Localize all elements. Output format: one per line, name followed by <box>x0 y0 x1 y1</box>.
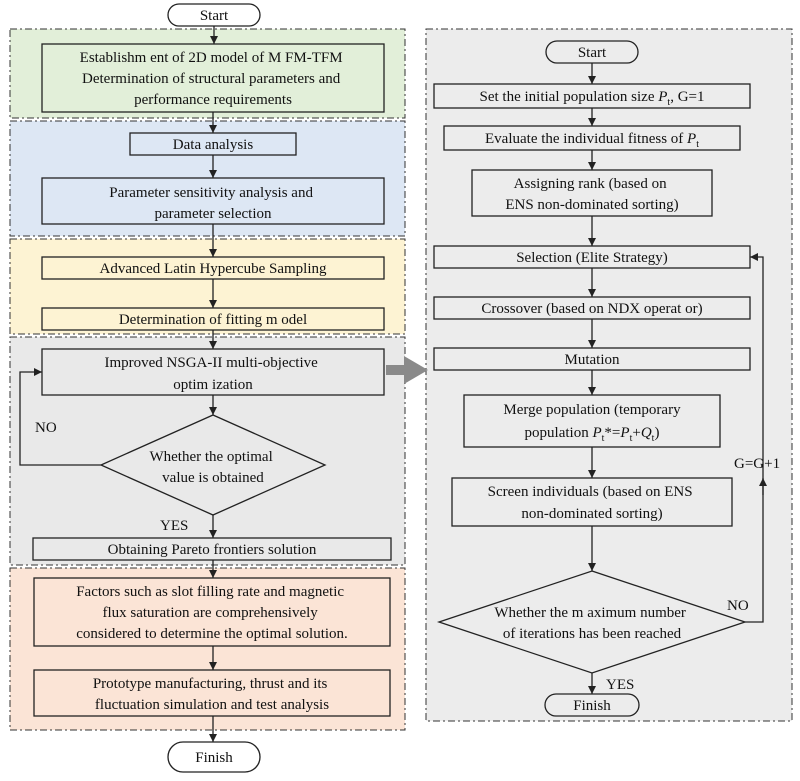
right-finish-terminal <box>544 693 640 717</box>
merge-sub2: t <box>630 433 633 444</box>
screen-individuals-text: Screen individuals (based on ENS non-dom… <box>488 484 697 522</box>
panel-link-arrow-head <box>404 356 428 384</box>
left-yes-label: YES <box>160 518 188 534</box>
right-no-label: NO <box>727 598 749 614</box>
merge-plus: + <box>632 425 640 441</box>
init-text-b: , G=1 <box>670 89 704 105</box>
factors-line-1: Factors such as slot filling rate and ma… <box>76 584 344 600</box>
sampling-label: Advanced Latin Hypercube Sampling <box>99 261 327 277</box>
section-optimization-background <box>9 336 406 566</box>
factors-box-text: Factors such as slot filling rate and ma… <box>76 584 348 642</box>
iteration-decision-text: Whether the m aximum number of iteration… <box>494 605 689 642</box>
crossover-label: Crossover (based on NDX operat or) <box>481 301 702 317</box>
iteration-loop-connector <box>745 253 764 623</box>
left-finish-terminal <box>167 741 261 773</box>
rank-line-2: ENS non-dominated sorting) <box>505 197 678 213</box>
init-population-text: Set the initial population size Pt, G=1 <box>480 89 705 108</box>
selection-label: Selection (Elite Strategy) <box>516 250 668 266</box>
prototype-box-text: Prototype manufacturing, thrust and its … <box>93 676 331 713</box>
evaluate-fitness-text: Evaluate the individual fitness of Pt <box>485 131 699 150</box>
init-text-p: P <box>657 89 667 105</box>
pareto-box <box>32 537 392 561</box>
section-sampling-background <box>9 238 406 335</box>
model-line-1: Establishm ent of 2D model of M FM-TFM <box>80 50 343 66</box>
factors-line-2: flux saturation are comprehensively <box>102 605 318 621</box>
iteration-decision-line-2: of iterations has been reached <box>503 626 682 642</box>
screen-line-1: Screen individuals (based on ENS <box>488 484 693 500</box>
pareto-label: Obtaining Pareto frontiers solution <box>108 542 317 558</box>
evaluate-text-p: P <box>686 131 696 147</box>
evaluate-text-a: Evaluate the individual fitness of <box>485 131 687 147</box>
section-verification-background <box>9 567 406 731</box>
merge-formula-text: population Pt*=Pt+Qt) <box>525 425 660 444</box>
left-start-label: Start <box>200 8 229 24</box>
panel-link-arrow-shaft <box>386 365 406 375</box>
evaluate-text-sub: t <box>696 139 699 150</box>
init-text-a: Set the initial population size <box>480 89 659 105</box>
nsga-line-1: Improved NSGA-II multi-objective <box>104 355 318 371</box>
merge-close: ) <box>654 425 659 441</box>
merge-p: P <box>591 425 601 441</box>
nsga-line-2: optim ization <box>173 377 253 393</box>
left-no-label: NO <box>35 420 57 436</box>
sensitivity-line-2: parameter selection <box>154 206 272 222</box>
merge-q: Q <box>641 425 652 441</box>
merge-population-text: Merge population (temporary <box>503 402 681 418</box>
merge-sub1: t <box>602 433 605 444</box>
model-box-text: Establishm ent of 2D model of M FM-TFM D… <box>80 50 347 108</box>
sensitivity-box-text: Parameter sensitivity analysis and param… <box>109 185 316 222</box>
factors-box <box>33 577 391 647</box>
prototype-box <box>33 669 391 717</box>
optimal-decision-line-1: Whether the optimal <box>149 449 272 465</box>
rank-line-1: Assigning rank (based on <box>514 176 667 192</box>
left-finish-label: Finish <box>195 750 233 766</box>
optimal-decision-text: Whether the optimal value is obtained <box>149 449 276 486</box>
right-yes-label: YES <box>606 677 634 693</box>
nsga-box-text: Improved NSGA-II multi-objective optim i… <box>104 355 321 393</box>
data-analysis-label: Data analysis <box>173 137 254 153</box>
optimal-decision-line-2: value is obtained <box>162 470 264 486</box>
counter-label: G=G+1 <box>734 456 780 472</box>
merge-p2: P <box>619 425 629 441</box>
mutation-label: Mutation <box>565 352 620 368</box>
model-line-3: performance requirements <box>134 92 292 108</box>
prototype-line-2: fluctuation simulation and test analysis <box>95 697 329 713</box>
no-loop-connector <box>19 368 101 466</box>
merge-line-1: Merge population (temporary <box>503 402 681 418</box>
prototype-line-1: Prototype manufacturing, thrust and its <box>93 676 328 692</box>
merge-sub3: t <box>652 433 655 444</box>
assign-rank-text: Assigning rank (based on ENS non-dominat… <box>505 176 678 213</box>
model-line-2: Determination of structural parameters a… <box>82 71 341 87</box>
init-text-sub: t <box>667 97 670 108</box>
right-start-label: Start <box>578 45 607 61</box>
fitting-label: Determination of fitting m odel <box>119 312 307 328</box>
merge-eq: *= <box>604 425 620 441</box>
factors-line-3: considered to determine the optimal solu… <box>76 626 348 642</box>
screen-line-2: non-dominated sorting) <box>521 506 662 522</box>
right-finish-label: Finish <box>573 698 611 714</box>
iteration-decision-line-1: Whether the m aximum number <box>494 605 686 621</box>
merge-a: population <box>525 425 593 441</box>
sensitivity-line-1: Parameter sensitivity analysis and <box>109 185 313 201</box>
